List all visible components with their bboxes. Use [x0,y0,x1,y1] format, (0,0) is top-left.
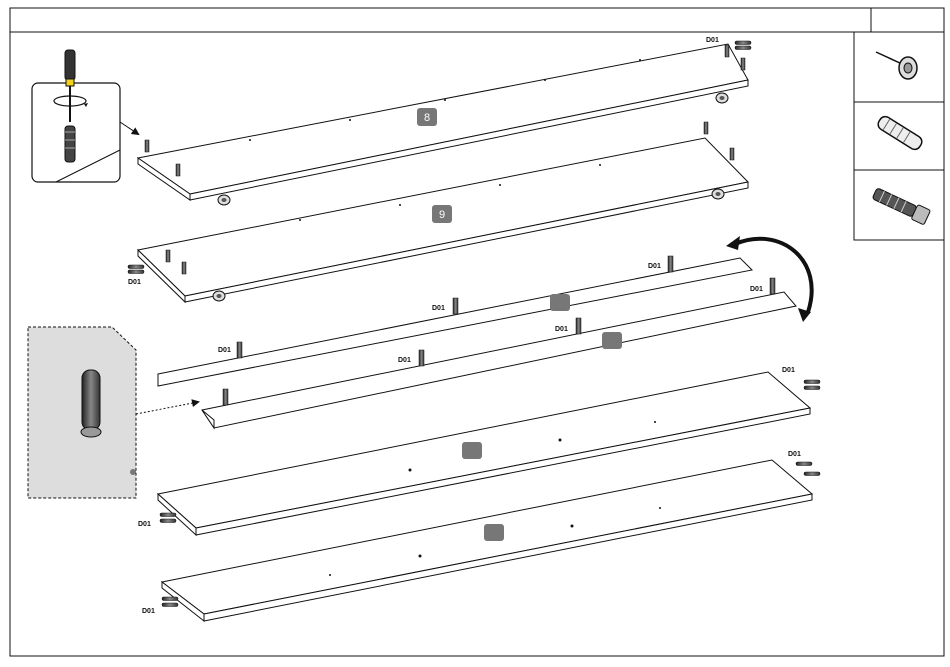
dowel-label: D01 [138,521,151,528]
panel-number-9: 9 [439,209,445,221]
cam-fitting [712,189,724,199]
dowel-detail-inset [28,327,136,498]
dowel-pair [804,380,820,390]
dowel-label: D01 [128,279,141,286]
dowel-label: D01 [398,357,411,364]
dowel-label: D01 [432,305,445,312]
dowel-pair [128,265,144,274]
cam-fitting [218,195,230,205]
dowel-label: D01 [555,326,568,333]
panel-number-8: 8 [424,112,430,124]
cam-fitting [213,291,225,301]
dowel-label: D01 [142,608,155,615]
dowel-pair [735,41,751,50]
dowel-pair [796,462,820,476]
panel-number-badge [484,524,504,541]
dowel-label: D01 [706,37,719,44]
dowel-pair [162,597,178,607]
screwdriver-inset [32,50,120,182]
dowel-label: D01 [782,367,795,374]
panel-number-badge [602,332,622,349]
panel-number-badge [550,294,570,311]
panel-number-badge [462,442,482,459]
dowel-label: D01 [218,347,231,354]
dowel-pair [160,513,176,523]
dowel-label: D01 [750,286,763,293]
cam-fitting [716,93,728,103]
dowel-label: D01 [788,451,801,458]
dowel-label: D01 [648,263,661,270]
parts-legend [854,32,944,240]
